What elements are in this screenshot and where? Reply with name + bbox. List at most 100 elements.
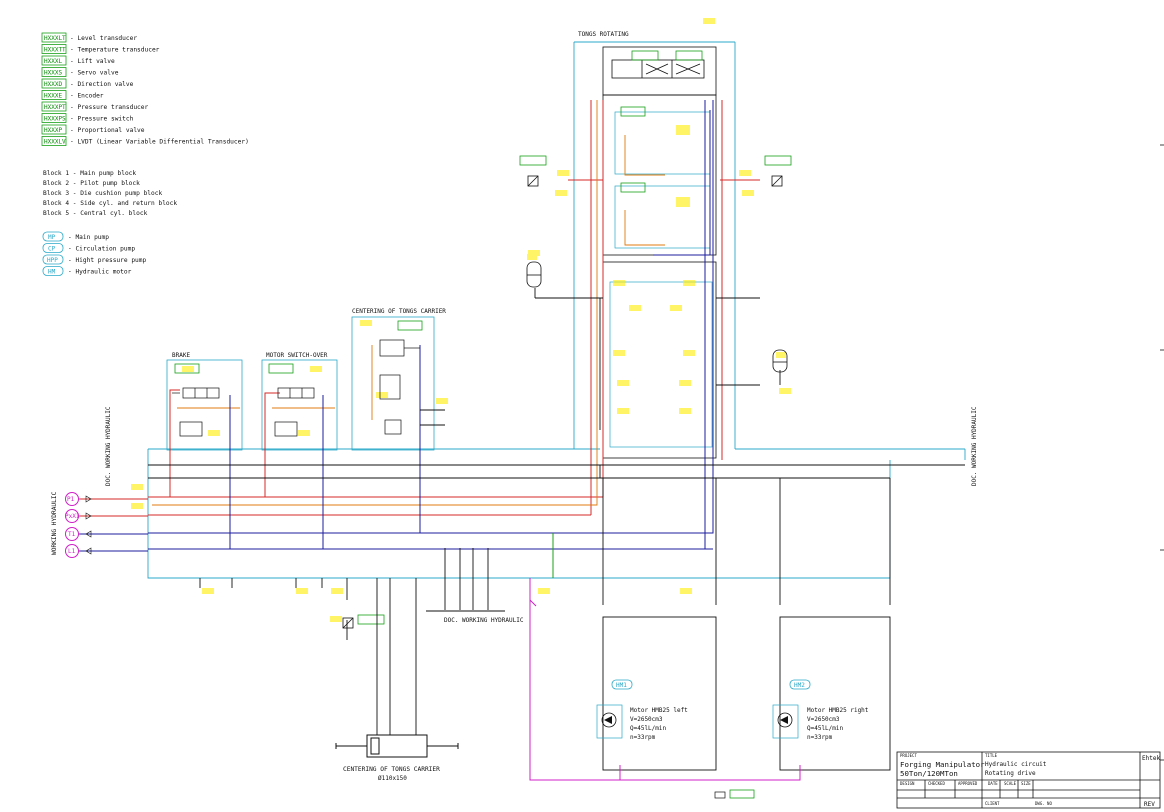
port-l1: L1 xyxy=(65,544,148,558)
port-label: T1 xyxy=(68,531,76,538)
pump-text: - Hight pressure pump xyxy=(68,257,147,264)
legend-text: - Pressure transducer xyxy=(70,104,149,111)
motor-hm1: HM1 Motor HMB25 left V=2650cm3 Q=45lL/mi… xyxy=(596,679,688,741)
tongs-rotating-title: TONGS ROTATING xyxy=(578,31,629,38)
tb-title-line2: Rotating drive xyxy=(985,770,1036,777)
legend-code: HXXXLV xyxy=(44,139,66,146)
legend-blocks: Block 1 - Main pump block Block 2 - Pilo… xyxy=(43,170,177,217)
tb-design-label: DESIGN xyxy=(900,781,915,786)
legend-text: - Pressure switch xyxy=(70,116,134,123)
legend-row-2: HXXXL- Lift valve xyxy=(41,55,115,66)
legend-text: - Direction valve xyxy=(70,81,134,88)
cylinder xyxy=(335,734,459,758)
legend-code: HXXXTT xyxy=(44,47,66,54)
orange-lines xyxy=(152,100,665,506)
black-lines xyxy=(148,288,965,771)
tb-sheet-label: Ehtek xyxy=(1142,755,1160,762)
block-item: Block 4 - Side cyl. and return block xyxy=(43,200,177,207)
pump-code: CP xyxy=(48,246,56,253)
legend-pumps: MP - Main pump CP - Circulation pump HPP - … xyxy=(42,231,147,276)
legend-code: HXXXLT xyxy=(44,35,66,42)
legend-code: HXXXP xyxy=(44,127,62,134)
centering-valves xyxy=(379,339,420,435)
accumulator-right xyxy=(772,349,788,373)
legend-row-6: HXXXPT - Pressure transducer xyxy=(41,101,149,112)
legend-row-0: HXXXLT- Level transducer xyxy=(41,32,137,43)
pump-code: MP xyxy=(48,234,56,241)
legend-row-5: HXXXE- Encoder xyxy=(41,90,104,100)
brake-title: BRAKE xyxy=(172,352,190,359)
tb-date-label: DATE xyxy=(988,781,998,786)
tb-size-label: SIZE xyxy=(1021,781,1031,786)
motor-id: HM1 xyxy=(616,682,627,689)
motor-spec: Motor HMB25 left xyxy=(630,707,688,714)
tb-checked-label: CHECKED xyxy=(928,781,945,786)
pump-code: HM xyxy=(48,269,56,276)
legend-text: - Temperature transducer xyxy=(70,47,160,54)
tb-title-label: TITLE xyxy=(985,753,998,758)
tb-approved-label: APPROVED xyxy=(958,781,978,786)
pump-text: - Circulation pump xyxy=(68,246,135,253)
tb-dwg-label: DWG. NO xyxy=(1035,801,1052,806)
brake-valves xyxy=(172,387,220,437)
legend-code: HXXXPT xyxy=(44,104,66,111)
accumulator-left xyxy=(526,261,542,288)
motor-spec: Motor HMB25 right xyxy=(807,707,869,714)
pump-text: - Hydraulic motor xyxy=(68,269,132,276)
legend-code: HXXXPS xyxy=(44,116,66,123)
port-px1: PxX1 xyxy=(65,509,148,523)
motor-switch-title: MOTOR SWITCH-OVER xyxy=(266,352,328,359)
cylinder-size: Ø110x150 xyxy=(378,775,407,782)
block-item: Block 2 - Pilot pump block xyxy=(43,180,140,187)
centering-frame xyxy=(351,316,435,451)
working-hydraulic-label: WORKING HYDRAULIC xyxy=(51,491,58,555)
coupling-icon xyxy=(714,791,726,799)
legend-text: - Encoder xyxy=(70,93,104,100)
block-item: Block 3 - Die cushion pump block xyxy=(43,190,162,197)
block-item: Block 1 - Main pump block xyxy=(43,170,136,177)
port-label: L1 xyxy=(68,548,76,555)
motor-spec: n=33rpm xyxy=(630,734,656,741)
bottom-doc-ref: DOC. WORKING HYDRAULIC xyxy=(444,617,524,624)
legend-row-3: HXXXS - Servo valve xyxy=(41,67,119,77)
motor-spec: Q=45lL/min xyxy=(807,725,844,732)
tb-scale-label: SCALE xyxy=(1004,781,1017,786)
tb-project-label: PROJECT xyxy=(900,753,917,758)
brake-frame xyxy=(166,359,243,451)
legend-row-9: HXXXLV - LVDT (Linear Variable Differenti… xyxy=(41,136,249,146)
title-block xyxy=(896,751,1161,809)
motor-hm2: HM2 Motor HMB25 right V=2650cm3 Q=45lL/m… xyxy=(772,679,869,741)
motor-spec: V=2650cm3 xyxy=(807,716,840,723)
tb-project-line2: 50Ton/120MTon xyxy=(900,769,958,778)
tb-client-label: CLIENT xyxy=(985,801,1000,806)
tongs-rotating-stack xyxy=(602,46,717,459)
legend-codes: HXXXLT- Level transducer HXXXTT - Tempera… xyxy=(41,32,249,146)
cyan-frame xyxy=(147,41,966,579)
port-label: PxX1 xyxy=(65,513,80,520)
legend-text: - Proportional valve xyxy=(70,127,145,134)
centering-title: CENTERING OF TONGS CARRIER xyxy=(352,308,446,315)
side-label-left: DOC. WORKING HYDRAULIC xyxy=(105,406,112,486)
legend-row-1: HXXXTT - Temperature transducer xyxy=(41,44,160,54)
cylinder-title: CENTERING OF TONGS CARRIER xyxy=(343,766,440,773)
pump-text: - Main pump xyxy=(68,234,109,241)
blue-lines xyxy=(148,100,714,550)
sheet-edge-marks xyxy=(1160,144,1164,761)
legend-code: HXXXS xyxy=(44,70,62,77)
red-lines xyxy=(148,100,760,516)
magenta-drain xyxy=(529,578,801,781)
motor-spec: n=33rpm xyxy=(807,734,833,741)
legend-text: - LVDT (Linear Variable Differential Tra… xyxy=(70,139,249,146)
legend-text: - Lift valve xyxy=(70,58,115,65)
port-t1: T1 xyxy=(65,527,148,541)
inlet-ports: P1 PxX1 T1 L1 xyxy=(65,492,148,558)
legend-text: - Servo valve xyxy=(70,70,119,77)
yellow-tags xyxy=(131,18,791,622)
pressure-transducers xyxy=(342,175,783,629)
block-item: Block 5 - Central cyl. block xyxy=(43,210,148,217)
legend-code: HXXXD xyxy=(44,81,62,88)
pump-code: HPP xyxy=(47,257,58,264)
legend-row-7: HXXXPS - Pressure switch xyxy=(41,113,134,123)
motor-spec: Q=45lL/min xyxy=(630,725,667,732)
motor-spec: V=2650cm3 xyxy=(630,716,663,723)
